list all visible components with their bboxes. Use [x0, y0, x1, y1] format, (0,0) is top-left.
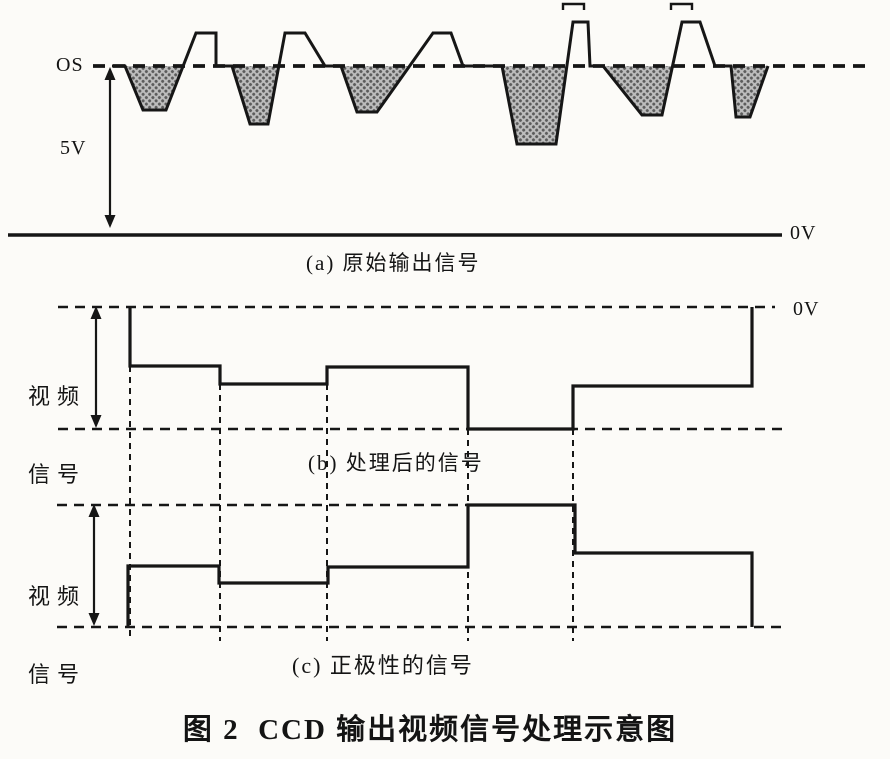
five-volt-label: 5V [60, 137, 87, 159]
pulse-bracket-mark-2 [669, 2, 694, 10]
shaded-dip-6 [731, 66, 768, 117]
panel-a-waveform-group [8, 2, 872, 237]
panel-a-caption: (a) 原始输出信号 [306, 251, 481, 275]
panel-c-video-signal-line2: 信号 [27, 662, 86, 687]
panel-c-span-arrow [88, 504, 100, 626]
pulse-bracket-mark-1 [561, 2, 586, 10]
figure-title: 图 2 CCD 输出视频信号处理示意图 [182, 714, 678, 746]
panel-b-video-signal-label: 视频 信号 [22, 332, 92, 540]
panel-c-video-signal-label: 视频 信号 [22, 532, 92, 740]
panel-c-video-signal-line1: 视频 [27, 584, 86, 609]
five-volt-span-arrow [104, 67, 116, 228]
vertical-dashed-guides [129, 366, 574, 641]
panel-c-signal-path [126, 503, 754, 627]
panel-b-waveform-group [58, 305, 782, 431]
panel-a-zero-volt-label: 0V [790, 222, 817, 244]
panel-b-zero-volt-label: 0V [793, 298, 820, 320]
shaded-dip-3 [341, 66, 409, 112]
panel-b-video-signal-line2: 信号 [27, 462, 86, 487]
shaded-dip-2 [232, 66, 279, 124]
shaded-dip-4 [502, 66, 567, 144]
shaded-dip-5 [603, 66, 673, 115]
panel-b-video-signal-line1: 视频 [27, 384, 86, 409]
panel-b-span-arrow [90, 306, 102, 428]
panel-c-waveform-group [57, 503, 783, 629]
panel-b-caption: (b) 处理后的信号 [308, 451, 484, 475]
os-label: OS [56, 54, 84, 76]
panel-b-signal-path [128, 307, 754, 431]
panel-c-caption: (c) 正极性的信号 [292, 653, 474, 678]
panel-a-signal-path [112, 20, 770, 146]
